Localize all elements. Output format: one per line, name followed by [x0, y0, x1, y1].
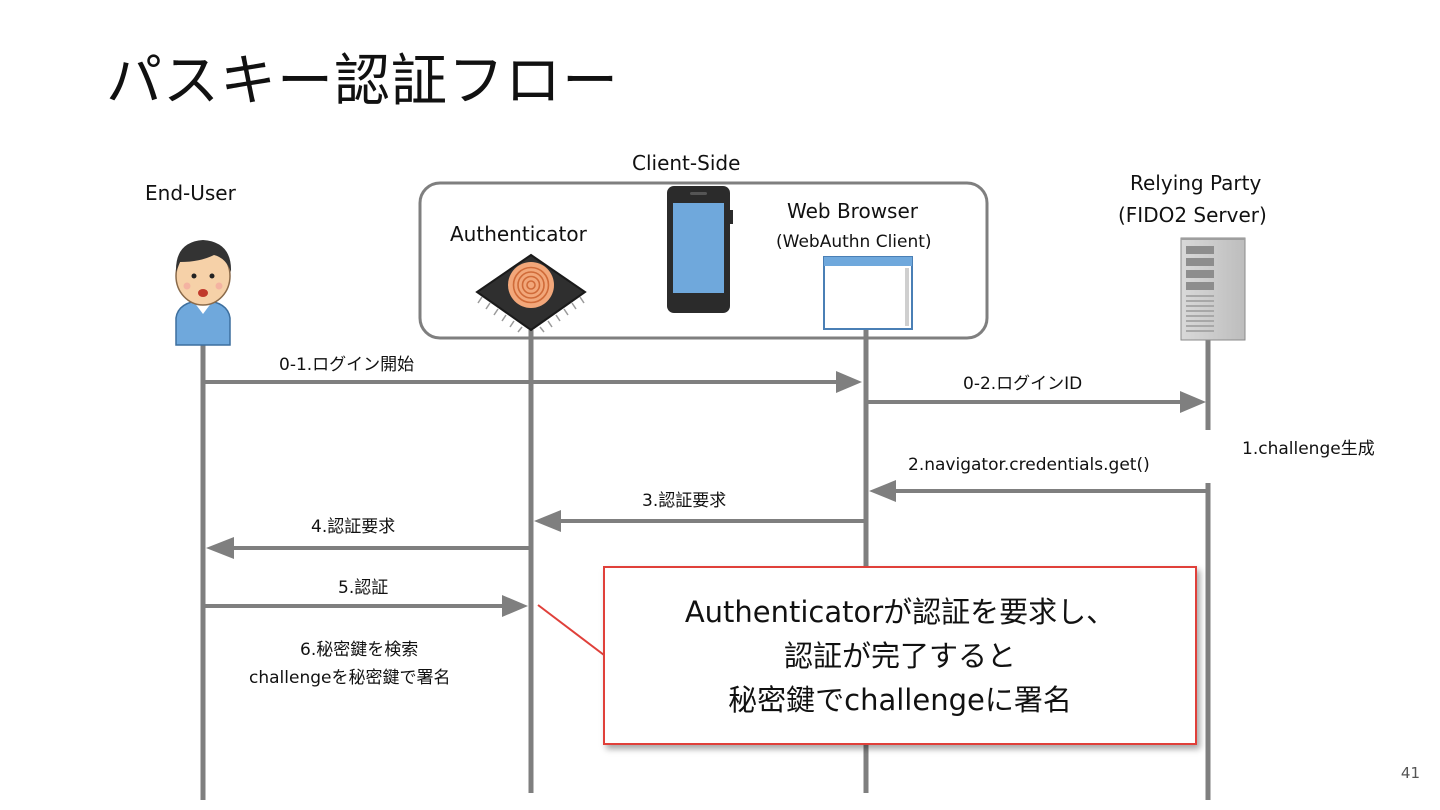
message-0-1: 0-1.ログイン開始: [279, 355, 415, 375]
message-2: 2.navigator.credentials.get(): [908, 455, 1150, 475]
callout-line-2: 認証が完了すると: [783, 638, 1016, 673]
message-5: 5.認証: [338, 578, 389, 598]
relying-party-sublabel: (FIDO2 Server): [1118, 203, 1267, 227]
relying-party-label: Relying Party: [1130, 171, 1262, 195]
arrow-2: [869, 480, 1208, 502]
client-side-group: [418, 181, 989, 340]
arrow-4: [206, 537, 531, 559]
page-number: 41: [1400, 764, 1420, 782]
arrow-0-2: [866, 391, 1206, 413]
web-browser-sublabel: (WebAuthn Client): [776, 232, 932, 252]
browser-window-icon: [823, 256, 913, 330]
message-4: 4.認証要求: [311, 517, 396, 537]
client-side-label: Client-Side: [632, 151, 741, 175]
fingerprint-chip-icon: [475, 253, 587, 333]
message-0-2: 0-2.ログインID: [963, 374, 1083, 394]
page-title: パスキー認証フロー: [106, 49, 619, 114]
callout-box: Authenticatorが認証を要求し、 認証が完了すると 秘密鍵でchall…: [603, 566, 1197, 745]
message-3: 3.認証要求: [642, 491, 727, 511]
arrow-0-1: [203, 371, 862, 393]
web-browser-label: Web Browser: [787, 199, 919, 223]
end-user-label: End-User: [145, 181, 236, 205]
arrow-5: [203, 595, 528, 617]
person-icon: [175, 240, 232, 346]
callout-line-3: 秘密鍵でchallengeに署名: [728, 682, 1072, 717]
message-6-line2: challengeを秘密鍵で署名: [249, 668, 451, 688]
message-6-line1: 6.秘密鍵を検索: [300, 640, 419, 660]
arrow-3: [534, 510, 866, 532]
message-1: 1.challenge生成: [1242, 439, 1375, 459]
smartphone-icon: [667, 186, 733, 313]
callout-pointer: [537, 604, 605, 656]
server-tower-icon: [1180, 237, 1246, 341]
authenticator-label: Authenticator: [450, 222, 587, 246]
callout-line-1: Authenticatorが認証を要求し、: [684, 594, 1116, 629]
